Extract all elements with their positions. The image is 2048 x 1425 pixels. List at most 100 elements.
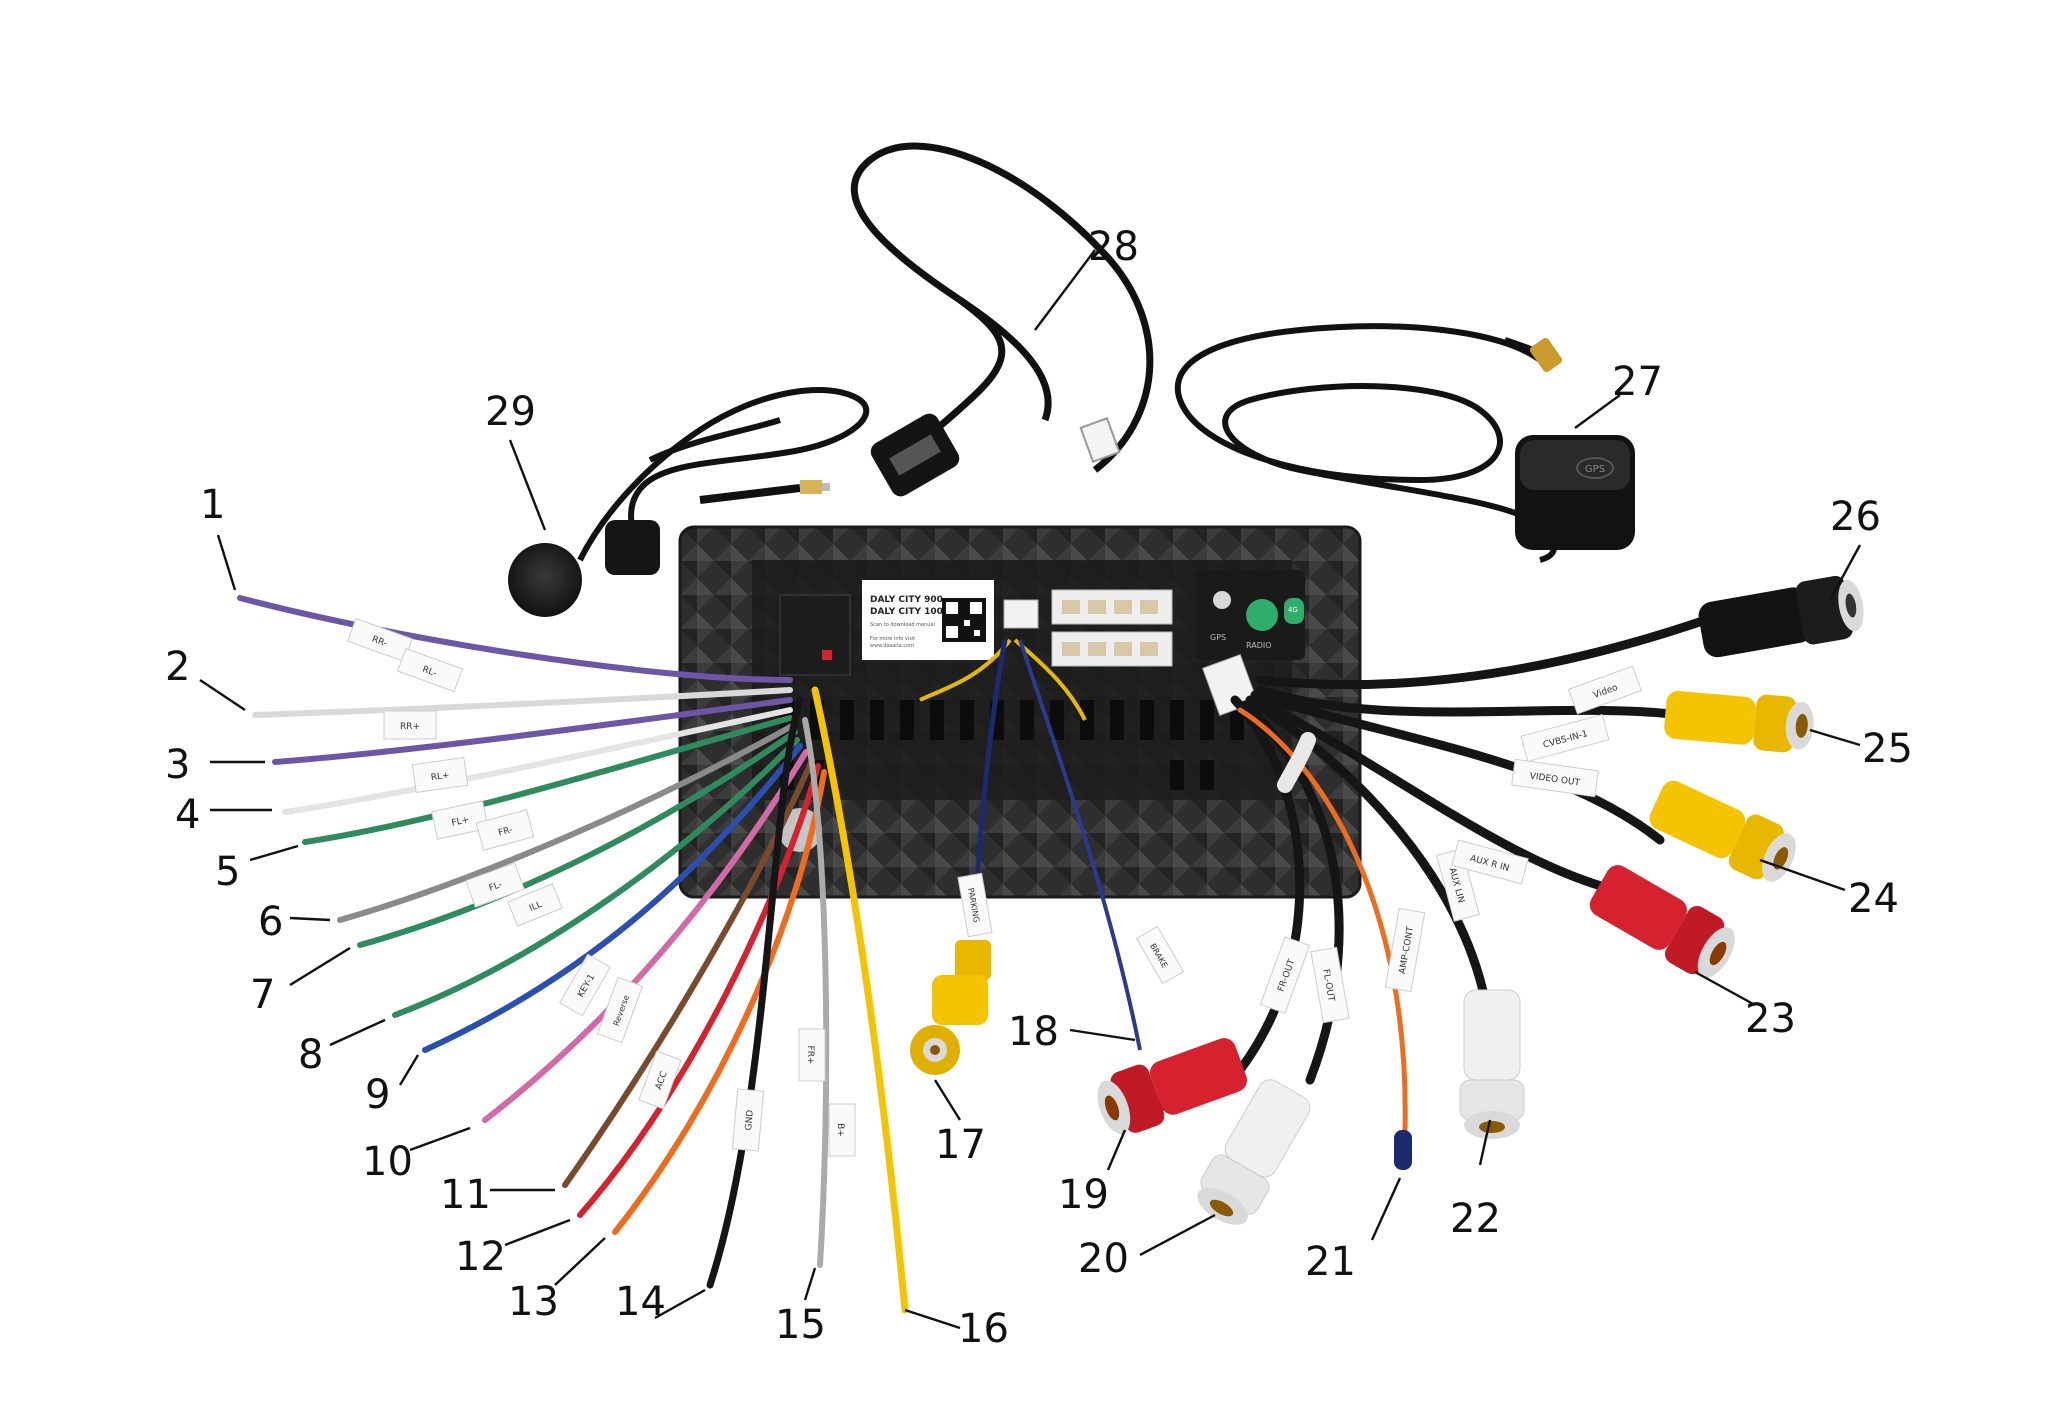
wire-13 xyxy=(612,769,827,1235)
gps-socket-icon xyxy=(1213,591,1231,609)
tag-ill: ILL xyxy=(528,900,544,914)
tag-gnd: GND xyxy=(744,1109,756,1130)
model-label-fine1: Scan to download manual xyxy=(870,622,935,628)
rca-red-fr-out xyxy=(1097,1038,1247,1134)
rca-white-aux-l xyxy=(1459,989,1525,1139)
callout-20: 20 xyxy=(1078,1236,1129,1282)
wire-16 xyxy=(811,686,909,1314)
model-label-fine2: For more info visit xyxy=(870,636,915,642)
callout-29: 29 xyxy=(485,389,536,435)
wire-8 xyxy=(392,737,800,1018)
callout-18: 18 xyxy=(1008,1009,1059,1055)
callout-14: 14 xyxy=(615,1279,666,1325)
harness-sockets xyxy=(1051,589,1173,667)
callout-numbers: 1 2 3 4 5 6 7 8 9 10 11 12 13 14 15 16 1… xyxy=(165,224,1913,1352)
socket-label-radio: RADIO xyxy=(1246,641,1272,650)
wire-7 xyxy=(357,729,798,948)
wire-10 xyxy=(482,749,809,1123)
callout-12: 12 xyxy=(455,1234,506,1280)
callout-26: 26 xyxy=(1830,494,1881,540)
callout-11: 11 xyxy=(440,1172,491,1218)
callout-3: 3 xyxy=(165,742,190,788)
microphone xyxy=(508,387,870,617)
tag-b-plus: B+ xyxy=(835,1123,845,1137)
gps-mark: GPS xyxy=(1585,464,1605,475)
callout-28: 28 xyxy=(1088,224,1139,270)
model-label-line1: DALY CITY 900 xyxy=(870,595,943,605)
usb-socket-plug xyxy=(1003,599,1039,629)
model-label-sticker: DALY CITY 900 DALY CITY 1000 Scan to dow… xyxy=(862,580,994,660)
callout-25: 25 xyxy=(1862,726,1913,772)
rca-yellow-cvbs-in xyxy=(1664,690,1814,753)
gps-antenna: GPS xyxy=(1174,323,1635,563)
callout-1: 1 xyxy=(200,482,225,528)
callout-23: 23 xyxy=(1745,996,1796,1042)
socket-label-gps: GPS xyxy=(1210,633,1226,642)
wire-6 xyxy=(337,723,795,923)
callout-10: 10 xyxy=(362,1139,413,1185)
tag-fr-plus: FR+ xyxy=(805,1046,815,1065)
wire-25 xyxy=(1255,685,1685,720)
wire-14 xyxy=(706,696,804,1289)
wire-23 xyxy=(1250,695,1620,895)
speaker-and-power-wires xyxy=(237,595,909,1314)
callout-7: 7 xyxy=(250,972,275,1018)
wire-2 xyxy=(252,687,793,718)
callout-2: 2 xyxy=(165,644,190,690)
callout-4: 4 xyxy=(175,792,200,838)
mic-windscreen xyxy=(508,543,582,617)
main-power-connector xyxy=(779,594,851,676)
4g-socket-icon xyxy=(1284,598,1304,624)
antenna-sockets: GPS RADIO 4G xyxy=(1195,570,1305,660)
tag-fl-minus: FL- xyxy=(488,880,504,894)
tag-fl-plus: FL+ xyxy=(451,815,470,828)
wire-24 xyxy=(1250,690,1665,845)
wire-1 xyxy=(237,595,793,683)
wire-9 xyxy=(422,743,803,1053)
tag-rr-plus: RR+ xyxy=(400,722,420,732)
socket-label-4g: 4G xyxy=(1288,606,1298,614)
rca-plugs xyxy=(1097,575,1864,1225)
wire-15 xyxy=(802,717,830,1268)
rca-white-fl-out xyxy=(1197,1079,1311,1225)
cable-tie xyxy=(1277,732,1316,793)
qr-code-icon xyxy=(942,598,986,642)
leader-lines xyxy=(199,249,1862,1330)
rca-tags: AMP-CONT FR-OUT FL-OUT AUX LIN AUX R IN … xyxy=(1259,665,1643,1024)
callout-17: 17 xyxy=(935,1122,986,1168)
usb-cable xyxy=(851,142,1154,497)
wire-22 xyxy=(1245,695,1490,1005)
tag-rr-minus: RR- xyxy=(370,635,388,650)
callout-21: 21 xyxy=(1305,1239,1356,1285)
amp-cont-wire-tip xyxy=(1394,1130,1412,1170)
tag-rl-minus: RL- xyxy=(421,665,438,679)
tag-fr-minus: FR- xyxy=(497,825,513,838)
callout-22: 22 xyxy=(1450,1196,1501,1242)
callout-24: 24 xyxy=(1848,876,1899,922)
callout-8: 8 xyxy=(298,1032,323,1078)
model-label-fine3: www.dasaita.com xyxy=(870,643,914,649)
usb-female-connector xyxy=(870,413,960,497)
wire-11 xyxy=(562,757,815,1188)
callout-16: 16 xyxy=(958,1306,1009,1352)
wire-5 xyxy=(302,715,793,845)
rca-red-aux-r xyxy=(1589,865,1735,978)
wire-12 xyxy=(577,763,821,1218)
tag-rl-plus: RL+ xyxy=(430,771,450,784)
gps-receiver-puck: GPS xyxy=(1515,435,1635,550)
radio-socket-icon xyxy=(1246,599,1278,631)
wire-3 xyxy=(272,697,793,765)
callout-13: 13 xyxy=(508,1279,559,1325)
model-label-line2: DALY CITY 1000 xyxy=(870,607,949,617)
callout-9: 9 xyxy=(365,1072,390,1118)
rca-yellow-video-in xyxy=(910,940,991,1075)
wire-4 xyxy=(282,707,793,815)
wire-26 xyxy=(1255,610,1725,689)
wire-tags: RR- RL- RR+ RL+ FL+ FR- FL- ILL KEY-1 Re… xyxy=(347,617,856,1157)
callout-5: 5 xyxy=(215,849,240,895)
callout-19: 19 xyxy=(1058,1172,1109,1218)
usb-board-plug xyxy=(1079,417,1121,463)
callout-27: 27 xyxy=(1612,359,1663,405)
callout-15: 15 xyxy=(775,1302,826,1348)
